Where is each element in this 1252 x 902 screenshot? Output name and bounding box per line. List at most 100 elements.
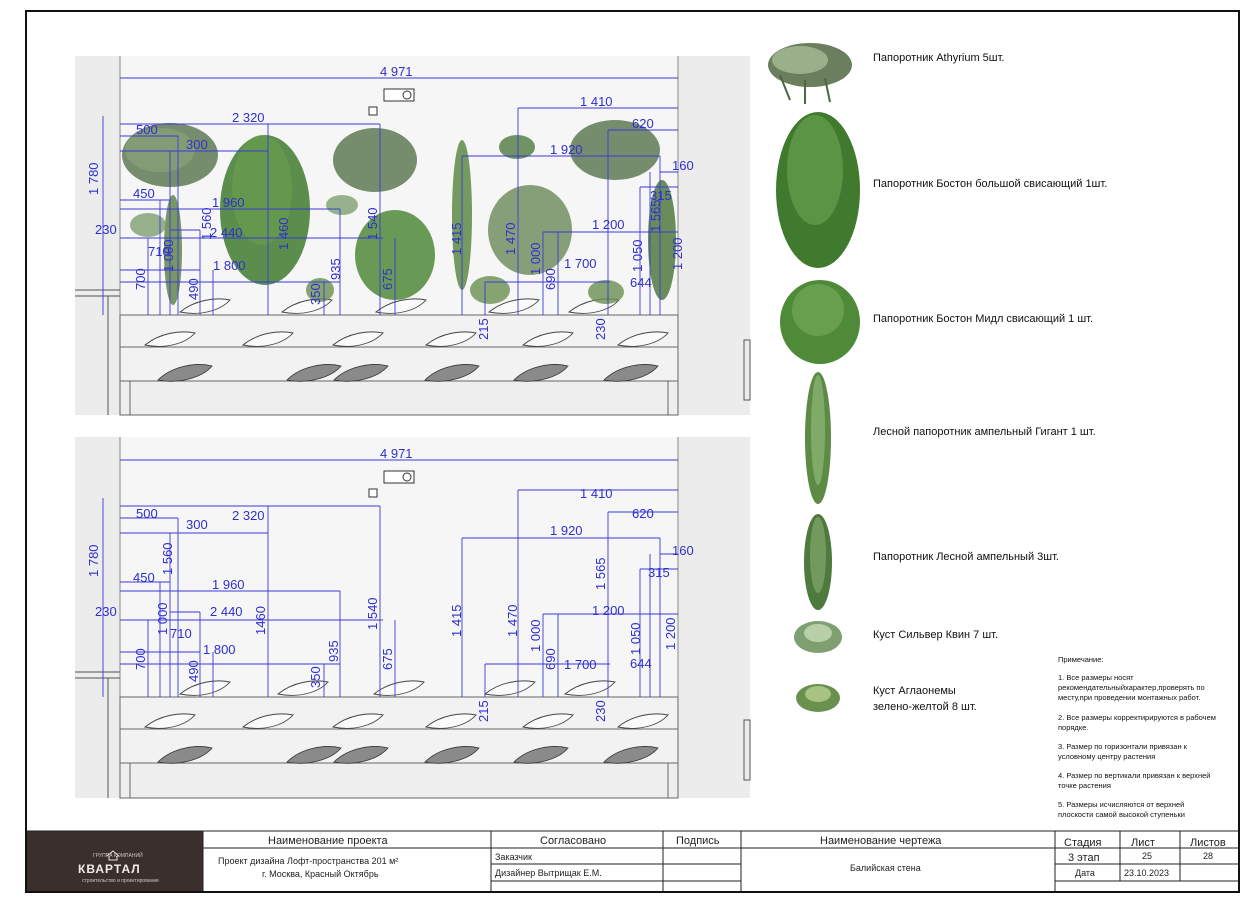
dim-675: 675 (380, 268, 395, 290)
sheets-header: Листов (1190, 837, 1226, 849)
dim-2440: 2 440 (210, 604, 243, 619)
dim-935: 935 (328, 258, 343, 280)
dim-644: 644 (630, 275, 652, 290)
house-icon (106, 850, 120, 861)
note-5-line-2: плоскости самой высокой ступеньки (1058, 810, 1185, 819)
dim-450: 450 (133, 186, 155, 201)
forest-fern-giant-icon (805, 372, 831, 504)
step-bottom (119, 762, 679, 799)
dim-1780: 1 780 (86, 544, 101, 577)
dim-1000b: 1 000 (528, 619, 543, 652)
dim-1200a: 1 200 (592, 603, 625, 618)
dim-1050: 1 050 (628, 622, 643, 655)
dim-2440: 2 440 (210, 225, 243, 240)
dim-935: 935 (326, 640, 341, 662)
dim-690: 690 (543, 268, 558, 290)
step-middle (119, 728, 679, 764)
note-4-line-2: точке растения (1058, 781, 1111, 790)
logo-background (27, 831, 203, 891)
dim-315: 315 (648, 565, 670, 580)
dim-315: 315 (650, 188, 672, 203)
dim-1200b: 1 200 (663, 617, 678, 650)
pillows-top (143, 680, 669, 729)
step-middle (119, 346, 679, 382)
dim-1700: 1 700 (564, 256, 597, 271)
legend-label-5: Папоротник Лесной ампельный 3шт. (873, 551, 1059, 563)
note-5-line-1: 5. Размеры исчисляются от верхней (1058, 800, 1184, 809)
dim-160: 160 (672, 158, 694, 173)
elevation-2 (75, 437, 751, 799)
dim-1410: 1 410 (580, 486, 613, 501)
dim-490: 490 (186, 660, 201, 682)
dim-1000a: 1 000 (155, 602, 170, 635)
legend-label-7b: зелено-желтой 8 шт. (873, 701, 977, 713)
dim-1920: 1 920 (550, 142, 583, 157)
dim-1560: 1 560 (160, 542, 175, 575)
dimension-labels-2: 4 971 1 410 620 2 320 500 300 1 920 160 … (86, 446, 694, 722)
drawing-name-header: Наименование чертежа (820, 835, 942, 847)
step-bottom (119, 380, 679, 416)
note-1-line-1: 1. Все размеры носят (1058, 673, 1134, 682)
logo-sub: строительство и проектирование (82, 878, 159, 884)
dim-700: 700 (133, 648, 148, 670)
dim-1560: 1 560 (199, 207, 214, 240)
dim-215: 215 (476, 700, 491, 722)
legend-label-3: Папоротник Бостон Мидл свисающий 1 шт. (873, 313, 1093, 325)
dim-1415: 1 415 (449, 222, 464, 255)
dim-500: 500 (136, 122, 158, 137)
notes-block: Примечание: 1. Все размеры носят рекомен… (1058, 655, 1216, 819)
dim-2320: 2 320 (232, 110, 265, 125)
dim-1000a: 1 000 (161, 239, 176, 272)
projector (383, 470, 415, 484)
dim-1800: 1 800 (213, 258, 246, 273)
legend-label-7a: Куст Аглаонемы (873, 685, 956, 697)
dim-500: 500 (136, 506, 158, 521)
pillows-bottom (157, 364, 659, 382)
dim-620: 620 (632, 506, 654, 521)
dim-300: 300 (186, 137, 208, 152)
dim-230b: 230 (593, 700, 608, 722)
dim-230a: 230 (95, 222, 117, 237)
legend-label-1: Папоротник Athyrium 5шт. (873, 52, 1005, 64)
stage-header: Стадия (1064, 837, 1102, 849)
project-name-header: Наименование проекта (268, 835, 388, 847)
dim-1960: 1 960 (212, 195, 245, 210)
dim-490: 490 (186, 278, 201, 300)
dim-350: 350 (308, 666, 323, 688)
logo-text: КВАРТАЛ (78, 862, 141, 876)
dimension-lines (102, 77, 678, 315)
dim-1540: 1 540 (365, 207, 380, 240)
dim-1800: 1 800 (203, 642, 236, 657)
projector (383, 88, 415, 102)
dim-215: 215 (476, 318, 491, 340)
dim-620: 620 (632, 116, 654, 131)
dim-1000b: 1 000 (528, 242, 543, 275)
pillows-bottom (157, 746, 659, 764)
elevation-1 (75, 56, 751, 416)
aglaonema-bush-icon (796, 684, 840, 712)
note-2-line-1: 2. Все размеры корректирируются в рабоче… (1058, 713, 1216, 722)
dim-1565: 1 565 (593, 557, 608, 590)
dim-1200b: 1 200 (670, 237, 685, 270)
dimension-labels-1: 4 971 1 410 620 2 320 500 300 1 920 160 … (86, 64, 694, 340)
dim-710: 710 (170, 626, 192, 641)
dim-450: 450 (133, 570, 155, 585)
project-name-line-1: Проект дизайна Лофт-пространства 201 м² (218, 856, 398, 866)
dim-1470: 1 470 (505, 604, 520, 637)
dim-1460: 1460 (253, 606, 268, 635)
note-1-line-3: месту,при проведении монтажных работ. (1058, 693, 1200, 702)
sheet-frame (25, 10, 1240, 893)
dim-1780: 1 780 (86, 162, 101, 195)
dim-2320: 2 320 (232, 508, 265, 523)
dim-1960: 1 960 (212, 577, 245, 592)
note-4-line-1: 4. Размер по вертикали привязан к верхне… (1058, 771, 1210, 780)
dim-1565: 1 565 (648, 199, 663, 232)
dim-644: 644 (630, 656, 652, 671)
dim-total: 4 971 (380, 446, 413, 461)
dim-710: 710 (148, 244, 170, 259)
dim-1410: 1 410 (580, 94, 613, 109)
note-1-line-2: рекомендательныйхарактер,проверять по (1058, 683, 1205, 692)
title-block: ГРУППА КОМПАНИЙ КВАРТАЛ строительство и … (27, 830, 1238, 891)
